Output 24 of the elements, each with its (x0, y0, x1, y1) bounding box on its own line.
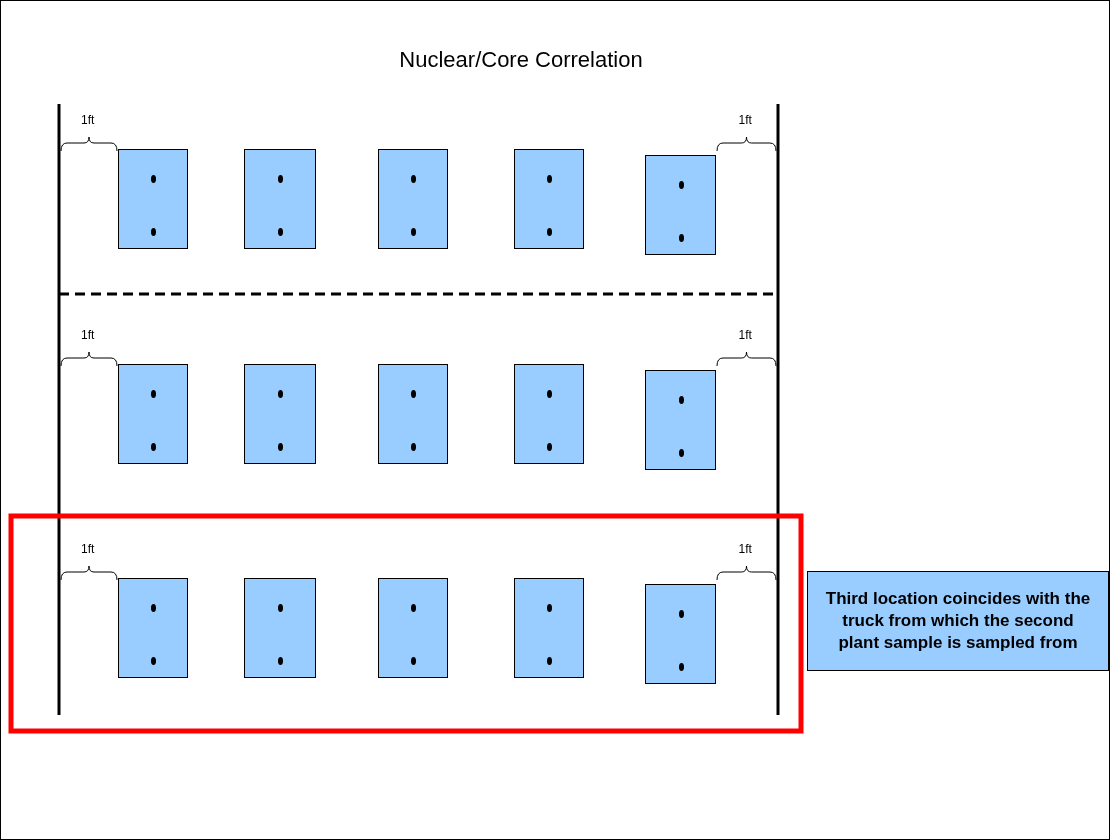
sample-box (645, 370, 716, 470)
sample-box (378, 578, 448, 678)
sample-box (514, 364, 584, 464)
dimension-label: 1ft (81, 113, 95, 127)
sample-box (378, 364, 448, 464)
sample-box (118, 364, 188, 464)
sample-box (378, 149, 448, 249)
sample-box (514, 578, 584, 678)
sample-box (645, 155, 716, 255)
diagram-title: Nuclear/Core Correlation (398, 47, 644, 73)
dimension-label: 1ft (81, 542, 95, 556)
dimension-label: 1ft (738, 113, 752, 127)
sample-box (244, 364, 316, 464)
sample-box (118, 149, 188, 249)
callout-box (807, 571, 1109, 671)
sample-box (645, 584, 716, 684)
dimension-label: 1ft (738, 542, 752, 556)
sample-box (514, 149, 584, 249)
dimension-label: 1ft (81, 328, 95, 342)
callout-text: Third location coincides with the truck from which the second plant sample is sampled from (824, 588, 1092, 654)
dimension-label: 1ft (738, 328, 752, 342)
sample-box (244, 149, 316, 249)
sample-box (118, 578, 188, 678)
sample-box (244, 578, 316, 678)
